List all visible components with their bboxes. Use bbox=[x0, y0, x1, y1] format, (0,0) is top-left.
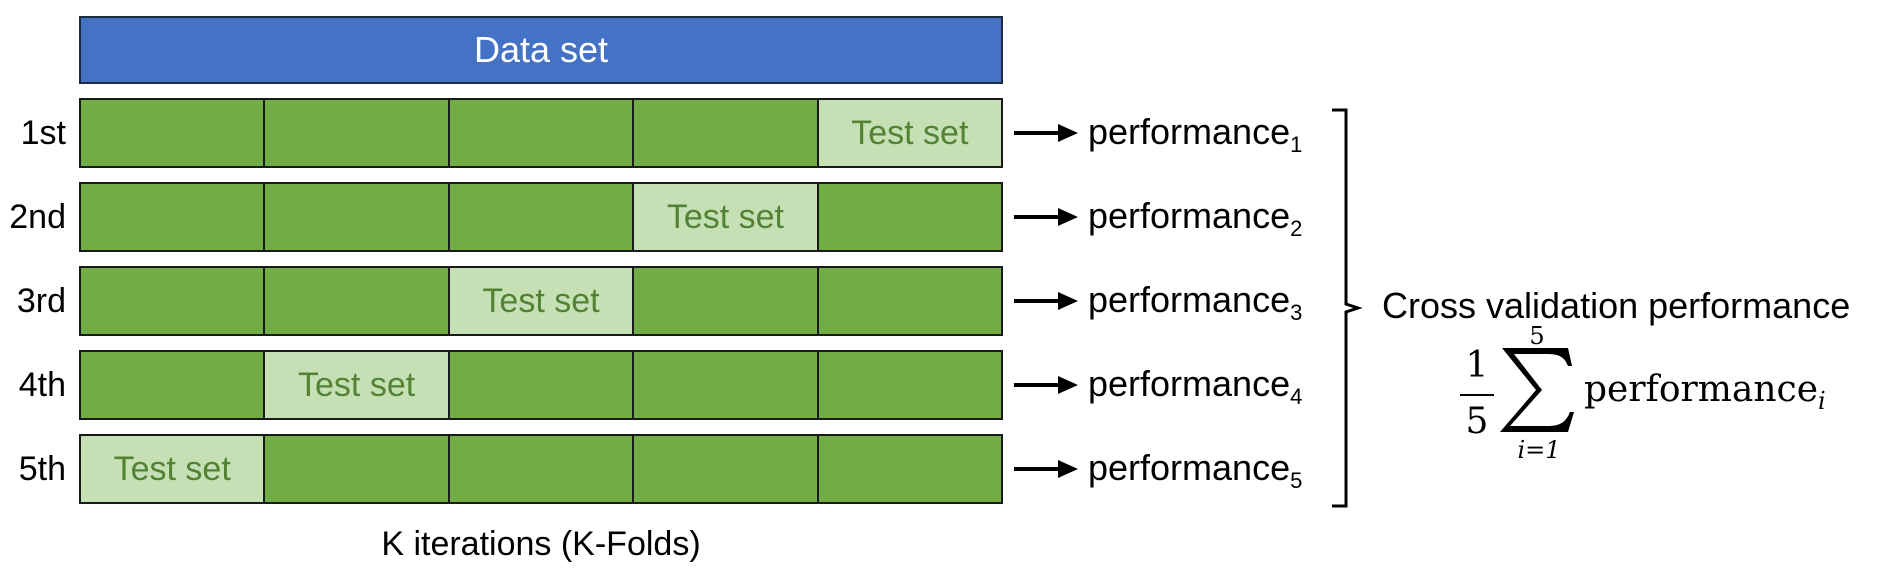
train-fold bbox=[79, 182, 266, 252]
fold-row: Test set bbox=[79, 98, 1004, 168]
test-fold-label: Test set bbox=[298, 365, 416, 404]
test-fold: Test set bbox=[632, 182, 819, 252]
fraction-bar bbox=[1460, 394, 1494, 396]
performance-subscript: 4 bbox=[1290, 384, 1303, 409]
fraction-numerator: 1 bbox=[1465, 345, 1489, 386]
train-fold bbox=[816, 434, 1004, 504]
train-fold bbox=[816, 350, 1004, 420]
performance-text: performance bbox=[1088, 111, 1291, 152]
fraction-denominator: 5 bbox=[1465, 401, 1489, 442]
train-fold bbox=[447, 98, 635, 168]
train-fold bbox=[632, 98, 819, 168]
performance-label: performance2 bbox=[1088, 196, 1302, 249]
performance-text: performance bbox=[1088, 363, 1291, 404]
dataset-bar: Data set bbox=[79, 16, 1003, 84]
test-fold-label: Test set bbox=[666, 197, 784, 236]
test-fold: Test set bbox=[816, 98, 1004, 168]
iteration-label: 2nd bbox=[9, 198, 66, 236]
arrow-right-icon bbox=[1014, 292, 1078, 310]
arrow-right-icon bbox=[1014, 124, 1078, 142]
sum-upper-limit: 5 bbox=[1529, 322, 1545, 350]
cv-performance-title: Cross validation performance bbox=[1382, 285, 1851, 326]
fold-row: Test set bbox=[79, 350, 1004, 420]
iteration-label: 3rd bbox=[16, 282, 66, 320]
sum-term: performancei bbox=[1584, 370, 1826, 421]
train-fold bbox=[263, 434, 450, 504]
iteration-label: 1st bbox=[20, 114, 66, 152]
cv-formula: 1 5 5 i=1 performancei bbox=[1448, 322, 1828, 470]
performance-label: performance5 bbox=[1088, 448, 1302, 501]
performance-label: performance4 bbox=[1088, 364, 1302, 417]
sum-lower-limit: i=1 bbox=[1517, 436, 1561, 464]
test-fold-label: Test set bbox=[851, 113, 969, 152]
sum-term-subscript: i bbox=[1818, 387, 1826, 415]
performance-text: performance bbox=[1088, 279, 1291, 320]
test-fold: Test set bbox=[263, 350, 450, 420]
performance-subscript: 3 bbox=[1290, 300, 1303, 325]
performance-subscript: 5 bbox=[1290, 468, 1303, 493]
test-fold: Test set bbox=[79, 434, 266, 504]
train-fold bbox=[632, 434, 819, 504]
train-fold bbox=[79, 266, 266, 336]
train-fold bbox=[263, 182, 450, 252]
train-fold bbox=[79, 350, 266, 420]
train-fold bbox=[263, 98, 450, 168]
train-fold bbox=[79, 98, 266, 168]
performance-subscript: 1 bbox=[1290, 132, 1303, 157]
train-fold bbox=[447, 434, 635, 504]
right-brace bbox=[1332, 108, 1363, 508]
test-fold: Test set bbox=[447, 266, 635, 336]
arrow-right-icon bbox=[1014, 460, 1078, 478]
fold-row: Test set bbox=[79, 266, 1004, 336]
train-fold bbox=[447, 350, 635, 420]
test-fold-label: Test set bbox=[482, 281, 600, 320]
performance-subscript: 2 bbox=[1290, 216, 1303, 241]
test-fold-label: Test set bbox=[113, 449, 231, 488]
performance-text: performance bbox=[1088, 447, 1291, 488]
iteration-label: 4th bbox=[18, 366, 66, 404]
train-fold bbox=[816, 266, 1004, 336]
train-fold bbox=[816, 182, 1004, 252]
performance-text: performance bbox=[1088, 195, 1291, 236]
iteration-label: 5th bbox=[18, 450, 66, 488]
train-fold bbox=[263, 266, 450, 336]
arrow-right-icon bbox=[1014, 208, 1078, 226]
sigma-icon bbox=[1500, 348, 1574, 432]
x-axis-label: K iterations (K-Folds) bbox=[381, 525, 701, 563]
performance-label: performance1 bbox=[1088, 112, 1302, 165]
train-fold bbox=[632, 350, 819, 420]
arrow-right-icon bbox=[1014, 376, 1078, 394]
train-fold bbox=[632, 266, 819, 336]
fold-row: Test set bbox=[79, 434, 1004, 504]
sum-term-text: performance bbox=[1584, 369, 1819, 410]
dataset-label: Data set bbox=[473, 29, 609, 70]
fold-row: Test set bbox=[79, 182, 1004, 252]
performance-label: performance3 bbox=[1088, 280, 1302, 333]
train-fold bbox=[447, 182, 635, 252]
